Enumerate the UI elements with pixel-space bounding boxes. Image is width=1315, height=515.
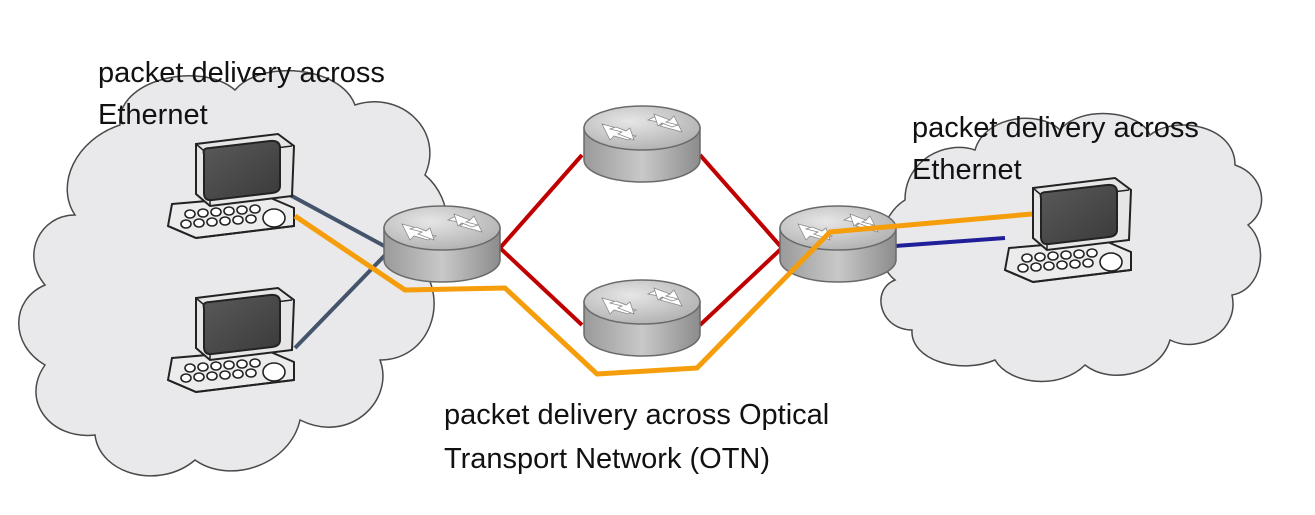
otn-links (498, 153, 784, 327)
otn-label-line1: packet delivery across Optical (444, 399, 830, 431)
router-icon (583, 279, 701, 357)
otn-label-line2: Transport Network (OTN) (444, 443, 771, 475)
left-cloud-label-line1: packet delivery across (98, 57, 385, 89)
packet-path (293, 211, 1033, 377)
right-cloud-label-line1: packet delivery across (912, 112, 1199, 144)
router-icon (383, 205, 501, 283)
left-ethernet-cloud (18, 70, 448, 477)
right-cloud-label-line2: Ethernet (912, 154, 1022, 186)
left-cloud-label-line2: Ethernet (98, 99, 208, 131)
ethernet-link-right-computer (894, 236, 1006, 248)
router-icon (779, 205, 897, 283)
router-icon (583, 105, 701, 183)
ethernet-link-top-computer (289, 193, 389, 250)
